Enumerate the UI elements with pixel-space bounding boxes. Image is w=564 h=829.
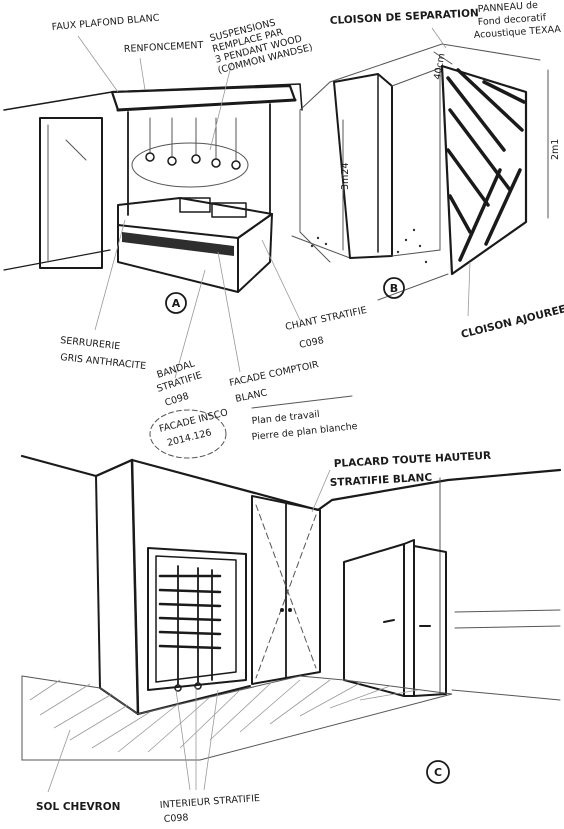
svg-text:SERRURERIE: SERRURERIE [60,335,121,352]
svg-text:BLANC: BLANC [234,387,268,405]
sketch-c-full-height-cupboard [251,495,321,685]
sketch-a-frame-posts [127,103,271,216]
label-placard: PLACARD TOUTE HAUTEUR STRATIFIE BLANC [330,450,492,489]
sketch-a: A FAUX PLAFOND BLANC RENFONCEMENT SUSPEN… [3,13,368,459]
sketch-c-chevron-floor [21,675,453,761]
sketch-c-doors [343,539,447,697]
label-facade-comptoir: FACADE COMPTOIR BLANC [228,359,320,405]
label-cloison-separation: CLOISON DE SEPARATION [330,7,480,27]
sketch-a-door [39,117,103,269]
label-chant: CHANT STRATIFIE C098 [284,305,367,351]
label-faux-plafond: FAUX PLAFOND BLANC [51,13,160,33]
sketch-b-ceiling [299,43,541,111]
sketch-c: C PLACARD TOUTE HAUTEUR STRATIFIE BLANC … [20,450,562,825]
sketch-a-leader-lines [77,35,301,379]
svg-text:PLACARD TOUTE HAUTEUR: PLACARD TOUTE HAUTEUR [334,450,492,470]
label-sol-chevron: SOL CHEVRON [36,801,120,813]
sketch-b-marker: B [390,282,398,295]
label-interieur: INTERIEUR STRATIFIE C098 [159,793,260,825]
sketch-b-openwork-panel [440,64,528,276]
label-bandeau: BANDAL STRATIFIE C098 [156,358,204,409]
label-cloison-ajouree: CLOISON AJOUREE [460,303,564,341]
sketch-b-marker-circle [383,277,405,299]
sketch-c-marker: C [434,766,442,779]
sketch-a-floor-line [3,249,111,271]
label-height-right: 2m1 [550,139,561,160]
svg-text:STRATIFIE BLANC: STRATIFIE BLANC [330,472,433,489]
sketch-a-counter [117,197,273,293]
sketch-c-wall-block [95,458,251,716]
svg-text:GRIS ANTHRACITE: GRIS ANTHRACITE [60,352,147,372]
label-suspensions: SUSPENSIONS REMPLACE PAR 3 PENDANT WOOD … [209,17,314,76]
svg-text:Fond decoratif: Fond decoratif [477,12,547,28]
sketch-b-floor-texture [310,228,428,264]
sketch-b: B CLOISON DE SEPARATION PANNEAU de Fond … [291,0,564,341]
facade-inset-outline [149,409,227,459]
svg-text:C098: C098 [298,335,325,351]
svg-text:PANNEAU de: PANNEAU de [477,0,538,15]
label-panneau: PANNEAU de Fond decoratif Acoustique TEX… [473,0,561,41]
sketch-c-leader-lines [47,469,331,793]
svg-text:C098: C098 [163,812,188,825]
sketch-b-separation-column [333,67,441,259]
svg-text:Plan de travail: Plan de travail [251,409,320,427]
svg-text:FACADE COMPTOIR: FACADE COMPTOIR [228,359,320,389]
sketch-c-open-niche [147,547,247,692]
label-plan-de-travail: Plan de travail Pierre de plan blanche [251,409,358,443]
svg-text:CHANT STRATIFIE: CHANT STRATIFIE [284,305,367,333]
label-depth: 40cm [432,52,447,80]
label-serrurerie: SERRURERIE GRIS ANTHRACITE [60,335,147,372]
sketch-c-ceiling-line [20,454,562,512]
label-renfoncement: RENFONCEMENT [124,40,204,55]
label-height-left: 3m24 [340,163,351,190]
sketch-a-pendant-lights [131,117,249,188]
sketch-a-marker: A [172,297,181,310]
sketch-a-marker-circle [165,292,187,314]
svg-text:C098: C098 [164,391,191,409]
sketch-c-marker-circle [426,760,450,784]
svg-text:INTERIEUR STRATIFIE: INTERIEUR STRATIFIE [159,793,260,811]
